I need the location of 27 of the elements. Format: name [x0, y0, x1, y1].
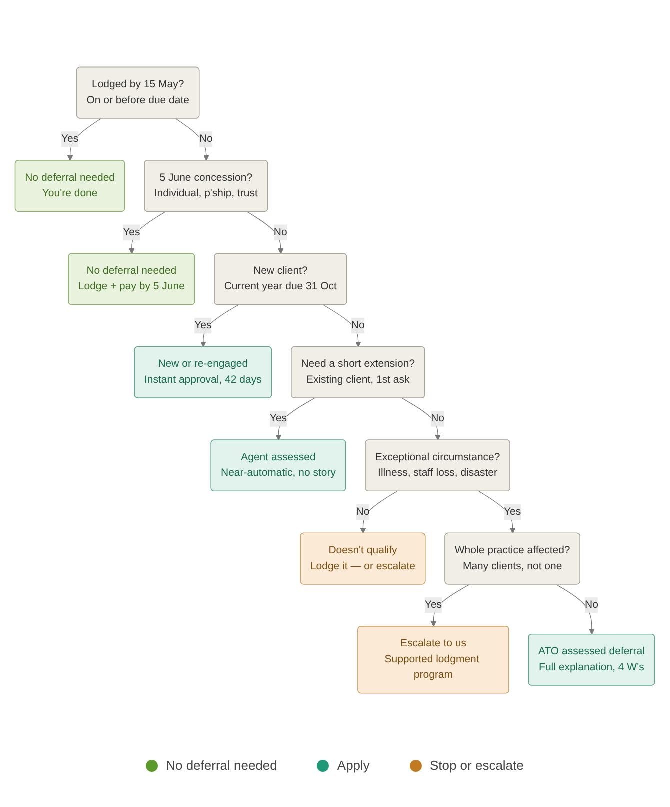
edge-label: No [274, 226, 288, 238]
edge-label: No [356, 506, 370, 518]
legend-label: No deferral needed [166, 758, 278, 773]
arrow [247, 211, 284, 254]
arrow [129, 211, 166, 254]
arrow [402, 398, 441, 440]
edge-label: No [431, 412, 444, 424]
arrow [323, 304, 362, 348]
edge-label: Yes [61, 133, 79, 144]
arrow [478, 490, 516, 534]
edge-label: Yes [424, 599, 442, 610]
edge-label: Yes [270, 412, 288, 424]
arrow [276, 398, 316, 440]
edge-label: No [584, 599, 598, 610]
arrow [430, 584, 470, 627]
legend-label: Apply [337, 758, 370, 773]
edge-label: Yes [123, 226, 140, 238]
legend-label: Stop or escalate [430, 758, 524, 773]
arrow [556, 584, 595, 635]
edge-label: Yes [194, 320, 212, 331]
arrow [200, 304, 239, 348]
arrow [175, 118, 210, 161]
arrow [67, 118, 102, 161]
edge-label: No [199, 133, 213, 144]
edge-label: No [351, 320, 365, 331]
edge-label: Yes [504, 506, 522, 518]
arrow [360, 490, 398, 534]
